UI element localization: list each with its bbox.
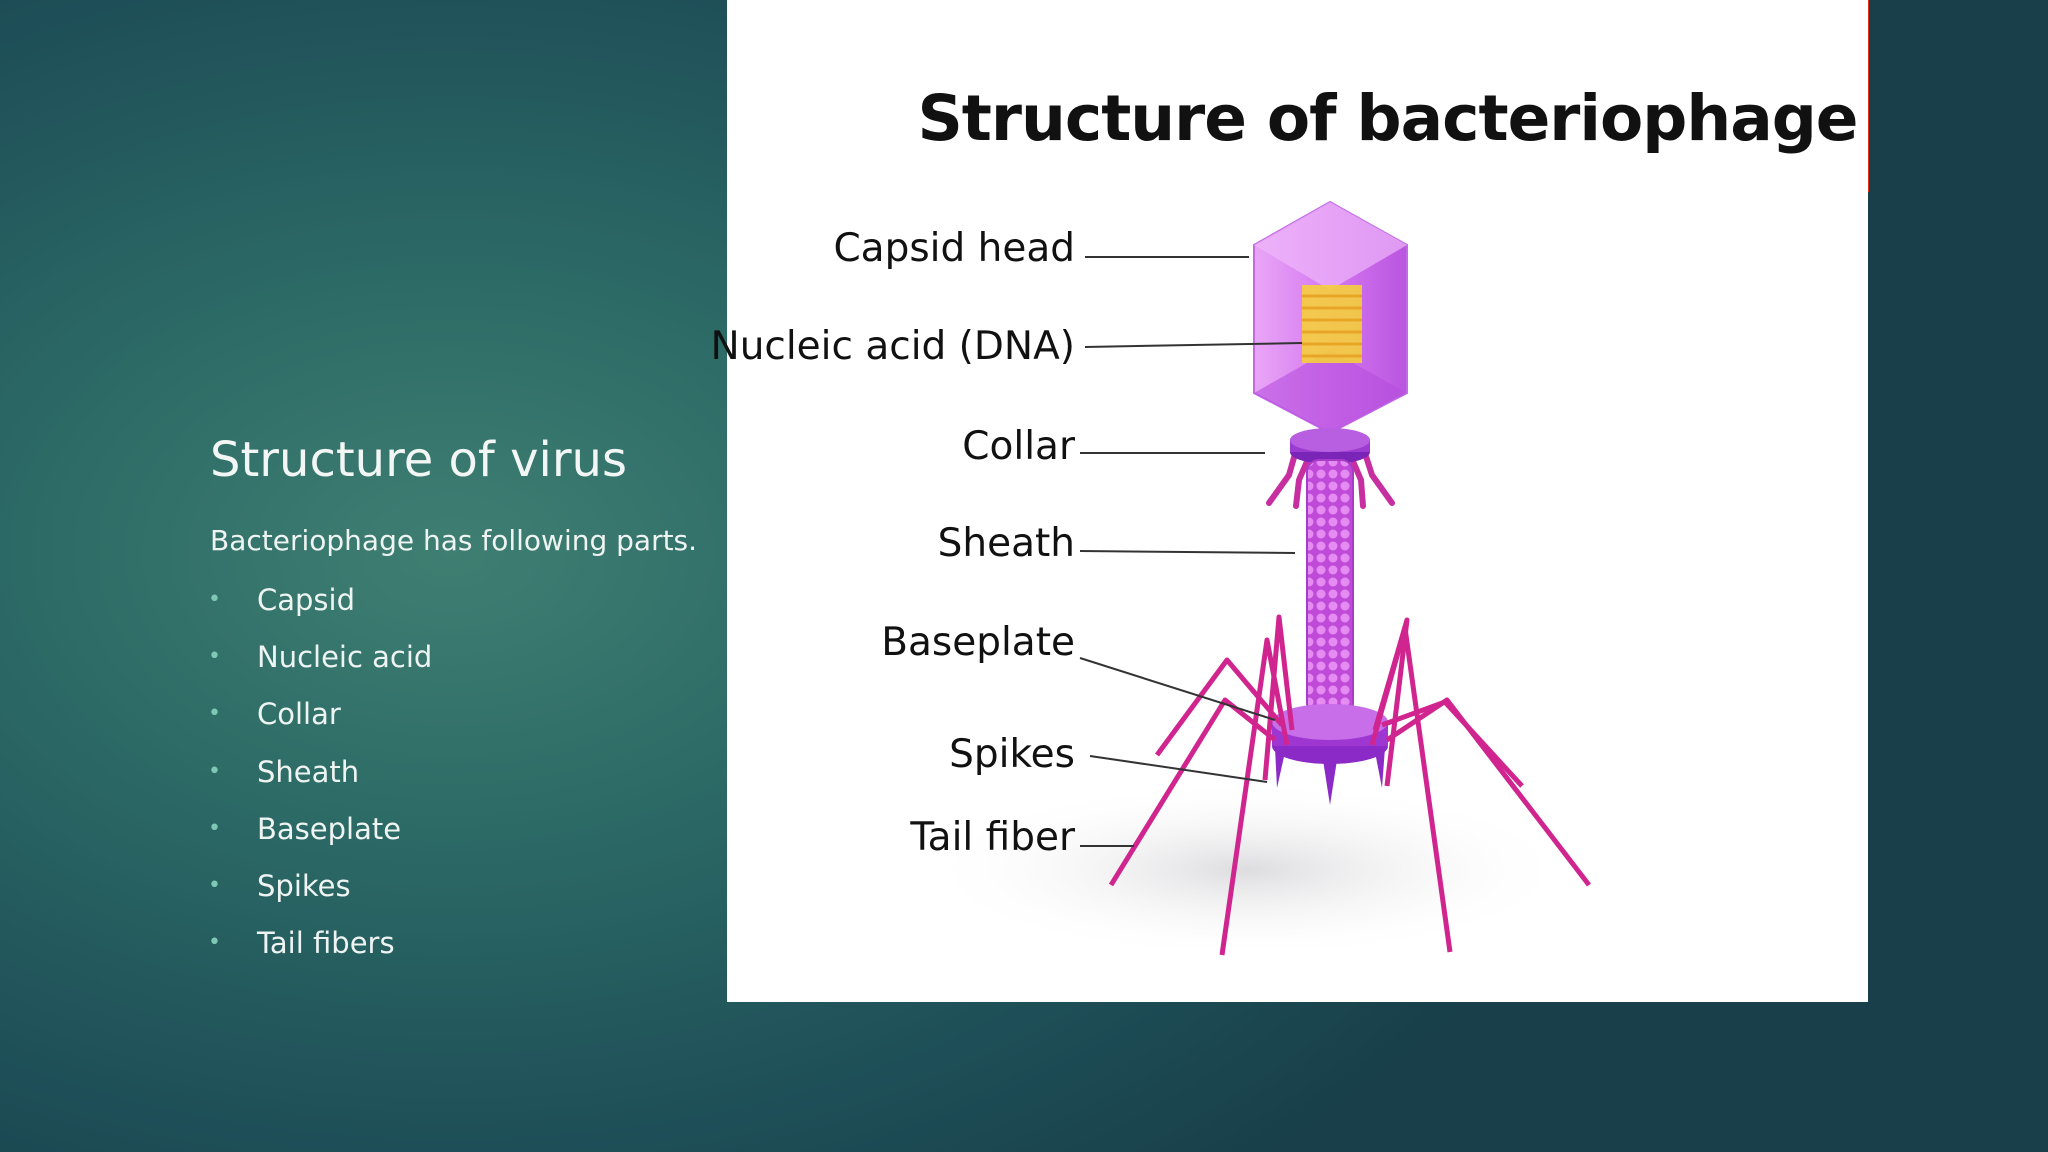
label-baseplate: Baseplate [881, 620, 1075, 665]
intro-text: Bacteriophage has following parts. [210, 524, 698, 557]
list-item: •Sheath [208, 752, 432, 809]
list-item: •Capsid [208, 580, 432, 637]
ground-shadow [917, 780, 1577, 960]
list-item: •Baseplate [208, 809, 432, 866]
diagram-title: Structure of bacteriophage [917, 82, 1858, 155]
bullet-icon: • [208, 701, 221, 727]
list-item: •Collar [208, 694, 432, 751]
dna-coil [1302, 285, 1362, 363]
parts-list: •Capsid •Nucleic acid •Collar •Sheath •B… [208, 580, 432, 980]
label-sheath: Sheath [937, 521, 1075, 566]
tail-fibers [1108, 614, 1591, 956]
label-tail-fiber: Tail fiber [910, 815, 1075, 860]
leader-lines [1079, 256, 1303, 847]
bullet-icon: • [208, 872, 221, 898]
list-item: •Tail fibers [208, 923, 432, 980]
spikes [1275, 748, 1385, 805]
diagram-panel: Structure of bacteriophage [711, 0, 1868, 1002]
list-item: •Spikes [208, 866, 432, 923]
label-spikes: Spikes [949, 732, 1075, 777]
bullet-icon: • [208, 930, 221, 956]
label-collar: Collar [962, 424, 1075, 469]
sheath [1306, 459, 1354, 716]
list-item: •Nucleic acid [208, 637, 432, 694]
bullet-icon: • [208, 644, 221, 670]
bullet-icon: • [208, 587, 221, 612]
bullet-icon: • [208, 815, 221, 841]
bullet-icon: • [208, 758, 221, 784]
slide-title: Structure of virus [210, 432, 627, 489]
collar [1290, 428, 1370, 464]
label-nucleic-acid: Nucleic acid (DNA) [710, 324, 1075, 369]
bacteriophage-illustration [917, 200, 1591, 960]
label-capsid-head: Capsid head [833, 226, 1075, 271]
